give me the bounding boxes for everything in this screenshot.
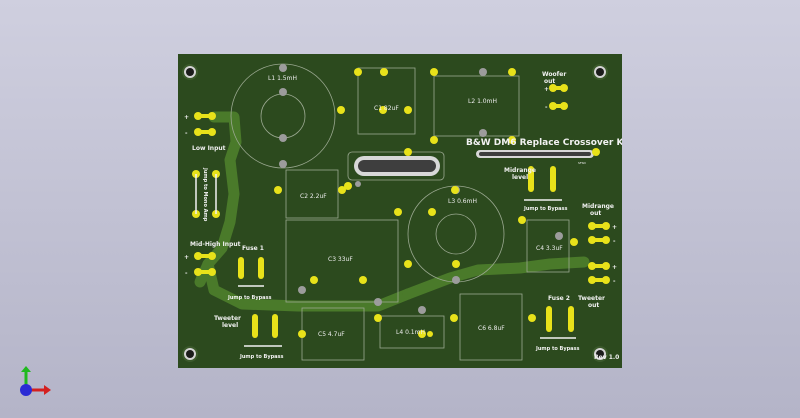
connector-pins (192, 84, 610, 347)
solder-pads (274, 68, 600, 338)
jump-bypass-fuse2-label: Jump to Bypass (535, 346, 580, 352)
pcb-board: L1 1.5mH C1 82uF L2 1.0mH C2 2.2uF L3 0.… (178, 54, 622, 368)
small-mark: SFSD (578, 161, 586, 165)
tweeter-level-label-2: level (222, 322, 238, 329)
polarity-minus-tweeter: - (613, 278, 616, 285)
polarity-plus-woofer: + (544, 86, 549, 93)
fuse2-label: Fuse 2 (548, 295, 570, 302)
woofer-label-1: Woofer (542, 71, 566, 78)
title-slot (476, 150, 594, 158)
label-c4: C4 3.3uF (536, 245, 563, 252)
board-title: B&W DM6 Replace Crossover Kit (466, 138, 622, 148)
label-l1: L1 1.5mH (268, 75, 297, 82)
x-axis-head (44, 385, 51, 395)
low-input-label: Low Input (192, 145, 226, 152)
component-outlines (230, 63, 570, 361)
midrange-level-label-1: Midrange (504, 167, 536, 174)
midrange-level-label-2: level (512, 174, 528, 181)
jump-bypass-fuse1-label: Jump to Bypass (227, 295, 272, 301)
z-axis-dot (20, 384, 32, 396)
tweeter-level-label-1: Tweeter (214, 315, 241, 322)
polarity-plus-midhigh: + (184, 254, 189, 261)
xyz-axis-icon[interactable] (10, 364, 56, 410)
label-c5: C5 4.7uF (318, 331, 345, 338)
tweeter-out-label-2: out (588, 302, 599, 309)
mounting-holes (182, 64, 608, 362)
mid-high-input-label: Mid-High Input (190, 241, 241, 248)
polarity-marks: + - + - + - + - + - (184, 86, 617, 285)
jump-bypass-mid-label: Jump to Bypass (523, 206, 568, 212)
label-l4: L4 0.1mH (396, 329, 425, 336)
polarity-plus-tweeter: + (612, 264, 617, 271)
mono-amp-label: Jump to Mono Amp (202, 167, 208, 222)
revision-label: Rev 1.0 (594, 354, 619, 361)
label-c3: C3 33uF (328, 256, 353, 263)
polarity-minus-low: - (185, 130, 188, 137)
label-l2: L2 1.0mH (468, 98, 497, 105)
woofer-label-2: out (544, 78, 555, 85)
polarity-minus-woofer: - (545, 104, 548, 111)
copper-traces (194, 111, 590, 312)
oval-slot (347, 151, 445, 181)
midrange-out-label-1: Midrange (582, 203, 614, 210)
polarity-plus-midout: + (612, 224, 617, 231)
label-l3: L3 0.6mH (448, 198, 477, 205)
midrange-out-label-2: out (590, 210, 601, 217)
polarity-minus-midhigh: - (185, 270, 188, 277)
y-axis-head (21, 366, 31, 372)
jump-bypass-tweeter-label: Jump to Bypass (239, 354, 284, 360)
polarity-minus-midout: - (613, 238, 616, 245)
tweeter-out-label-1: Tweeter (578, 295, 605, 302)
label-c1: C1 82uF (374, 105, 399, 112)
label-c2: C2 2.2uF (300, 193, 327, 200)
polarity-plus-low: + (184, 114, 189, 121)
fuse1-label: Fuse 1 (242, 245, 264, 252)
label-c6: C6 6.8uF (478, 325, 505, 332)
